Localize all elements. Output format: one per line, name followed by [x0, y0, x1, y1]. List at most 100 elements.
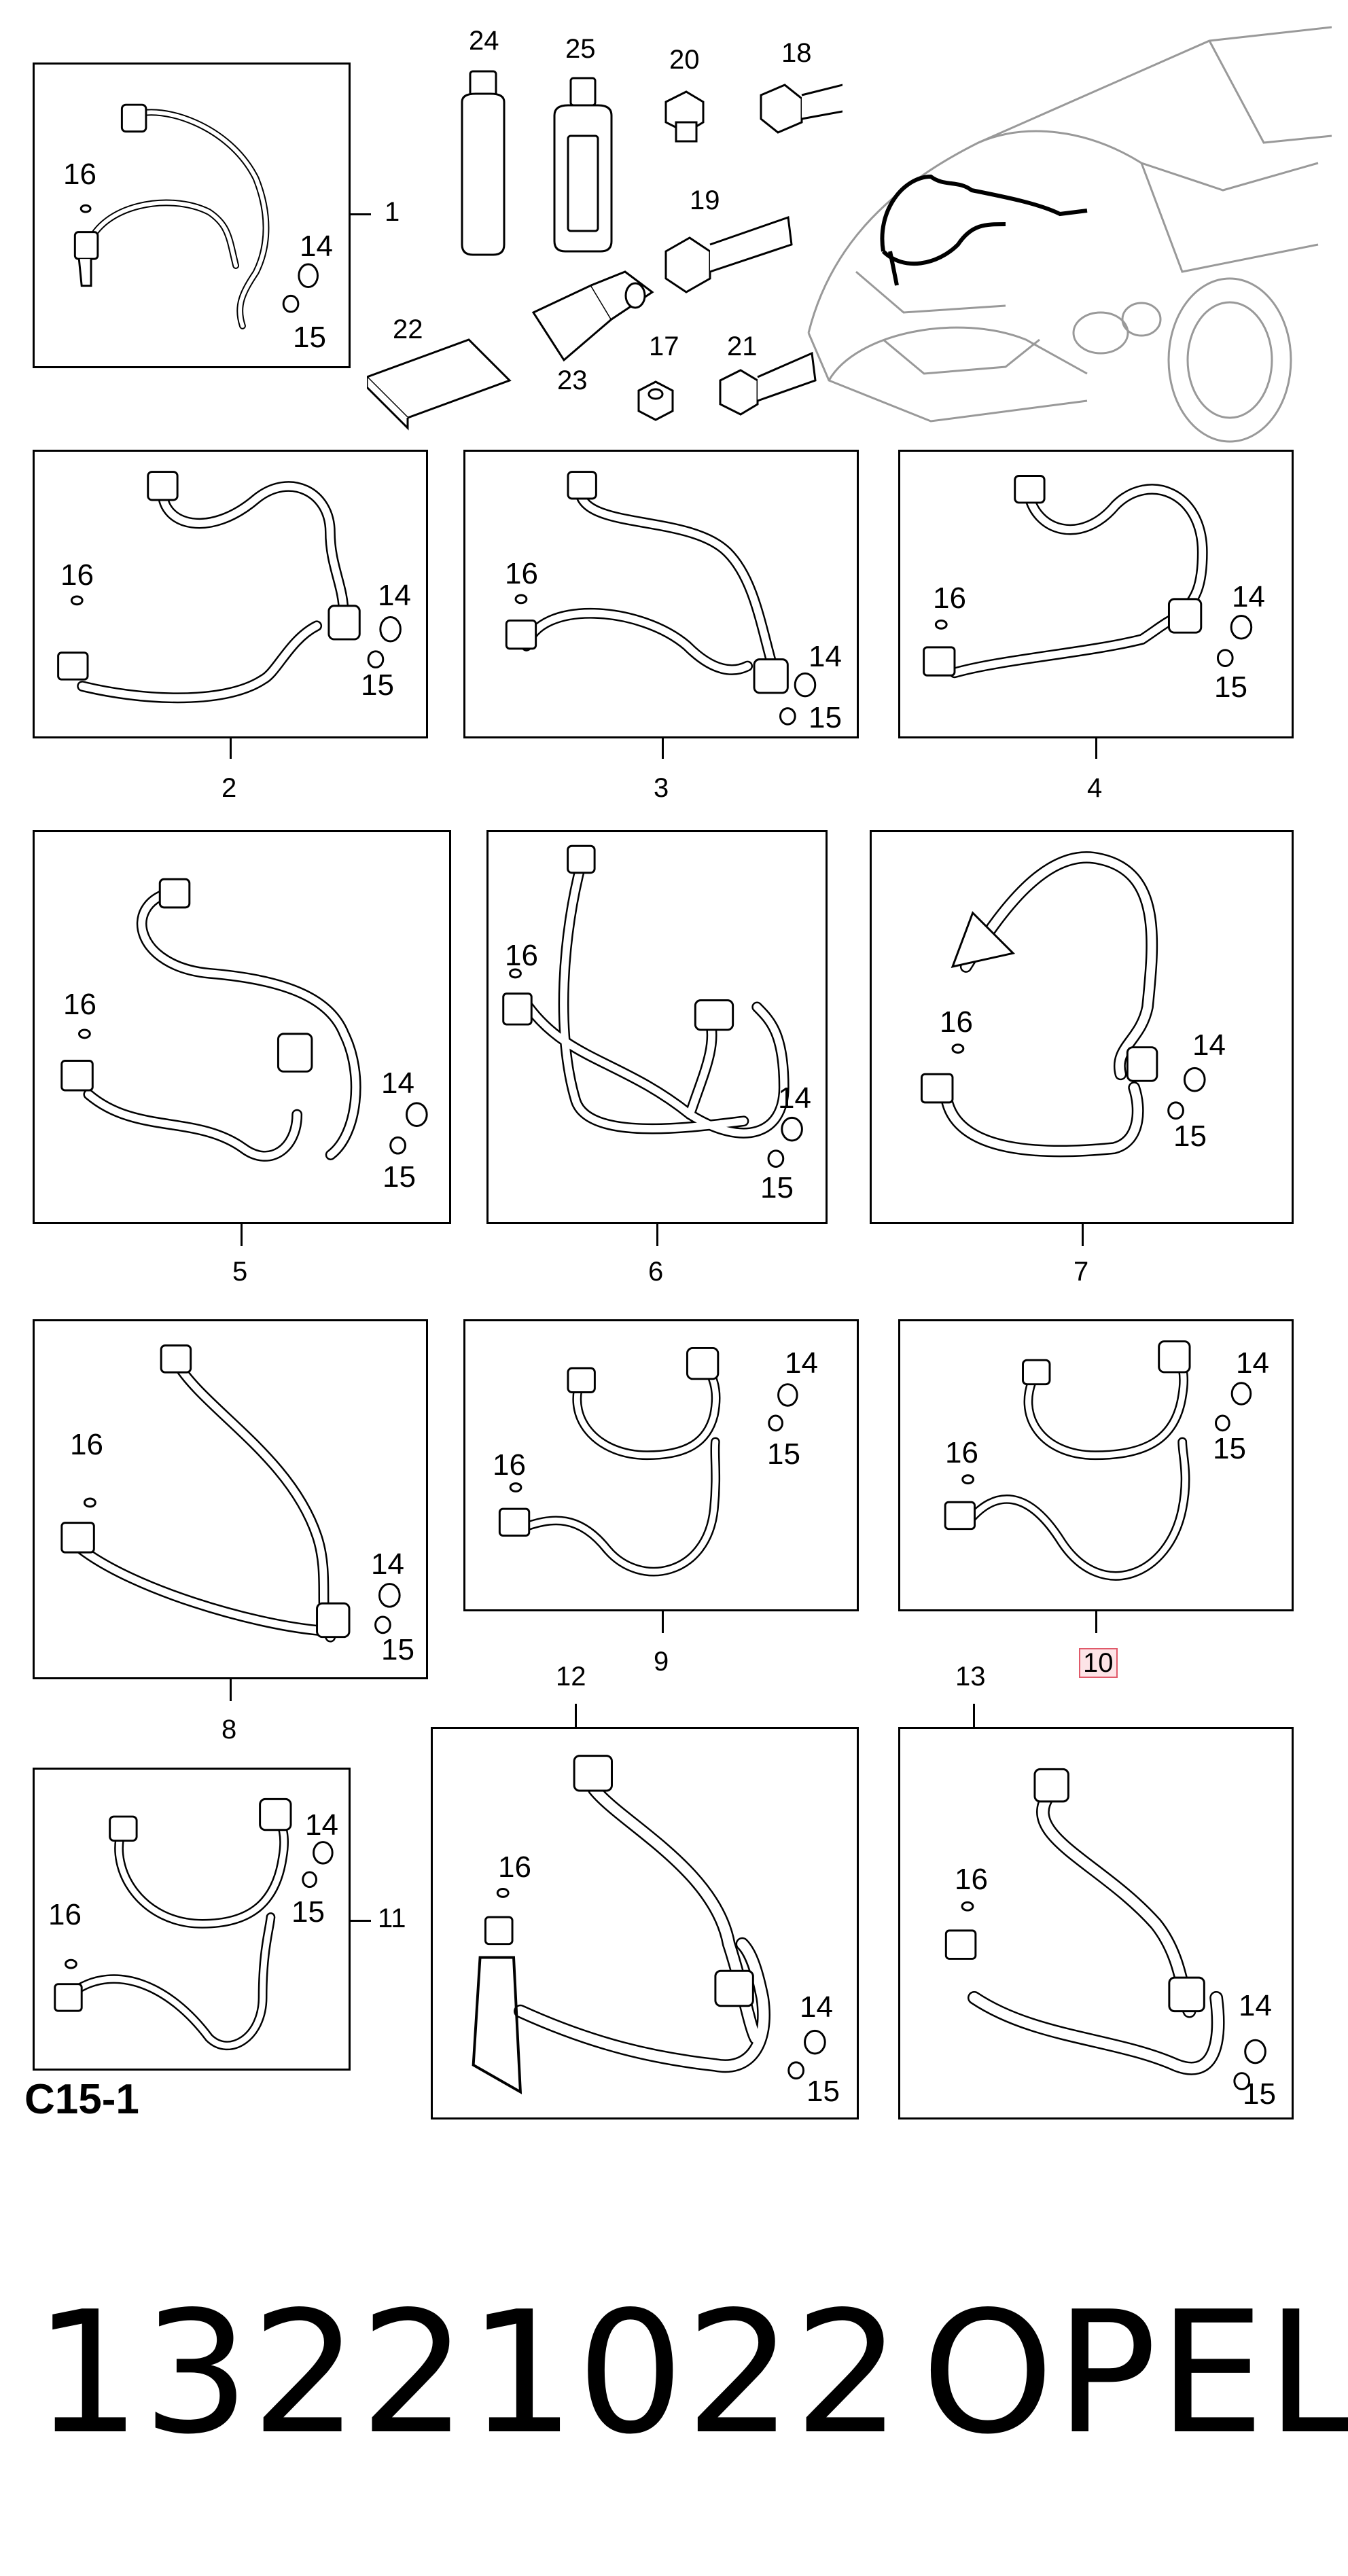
leader-12 [575, 1704, 577, 1727]
panel-4: 16 14 15 [898, 450, 1294, 738]
callout-15: 15 [1213, 1432, 1246, 1465]
panel-label-3: 3 [654, 773, 669, 803]
callout-15: 15 [381, 1633, 414, 1666]
callout-16: 16 [505, 557, 538, 590]
label-20: 20 [669, 45, 700, 75]
callout-14: 14 [1192, 1028, 1226, 1062]
leader-5 [241, 1224, 243, 1246]
callout-16: 16 [48, 1898, 82, 1931]
leader-2 [230, 738, 232, 759]
panel-label-7: 7 [1074, 1257, 1089, 1287]
leader-7 [1082, 1224, 1084, 1246]
callout-14: 14 [1232, 580, 1265, 613]
leader-4 [1095, 738, 1097, 759]
label-18: 18 [781, 38, 812, 68]
panel-1: 16 14 15 [33, 62, 351, 368]
callout-15: 15 [1243, 2077, 1276, 2111]
hose-drawing-13 [944, 1768, 1266, 2090]
label-22: 22 [393, 315, 423, 344]
panel-label-10-highlighted[interactable]: 10 [1079, 1648, 1118, 1678]
panel-10: 16 14 15 [898, 1319, 1294, 1611]
callout-14: 14 [800, 1990, 833, 2024]
callout-14: 14 [300, 230, 333, 263]
hose-drawing-1 [73, 103, 319, 329]
callout-16: 16 [955, 1863, 988, 1896]
callout-16: 16 [63, 158, 96, 191]
leader-13 [973, 1704, 975, 1727]
callout-14: 14 [381, 1067, 414, 1100]
callout-16: 16 [940, 1005, 973, 1039]
callout-14: 14 [809, 640, 842, 673]
panel-11: 16 14 15 [33, 1768, 351, 2071]
callout-14: 14 [305, 1808, 338, 1842]
callout-15: 15 [361, 668, 394, 702]
callout-16: 16 [498, 1850, 531, 1884]
callout-15: 15 [767, 1437, 800, 1471]
panel-12: 16 14 15 [431, 1727, 859, 2119]
hose-drawing-12 [472, 1755, 826, 2094]
callout-14: 14 [778, 1081, 811, 1115]
panel-13: 16 14 15 [898, 1727, 1294, 2119]
hose-drawing-11 [54, 1797, 334, 2050]
leader-1 [351, 213, 371, 215]
panel-label-6: 6 [648, 1257, 664, 1287]
panel-2: 16 14 15 [33, 450, 428, 738]
hose-drawing-5 [60, 878, 428, 1162]
label-19: 19 [690, 185, 720, 215]
leader-9 [662, 1611, 664, 1633]
hose-drawing-7 [920, 851, 1206, 1158]
callout-15: 15 [809, 701, 842, 734]
callout-16: 16 [505, 939, 538, 972]
hose-drawing-2 [57, 471, 402, 704]
leader-3 [662, 738, 664, 759]
hose-drawing-4 [923, 475, 1253, 679]
leader-11 [351, 1920, 371, 1922]
callout-15: 15 [1214, 670, 1247, 704]
callout-16: 16 [933, 582, 966, 615]
panel-label-12: 12 [556, 1662, 586, 1692]
car-illustration [802, 20, 1332, 455]
panel-label-2: 2 [221, 773, 237, 803]
panel-3: 16 14 15 [463, 450, 859, 738]
panel-label-13: 13 [955, 1662, 986, 1692]
hose-drawing-6 [502, 844, 803, 1168]
callout-16: 16 [945, 1436, 978, 1469]
car-drawing [807, 26, 1332, 443]
leader-8 [230, 1679, 232, 1701]
leader-6 [656, 1224, 658, 1246]
callout-15: 15 [760, 1171, 794, 1204]
part-number: 13221022 [34, 2276, 903, 2471]
label-24: 24 [469, 26, 499, 56]
callout-14: 14 [1239, 1989, 1272, 2022]
label-17: 17 [649, 332, 679, 361]
callout-15: 15 [383, 1160, 416, 1194]
callout-14: 14 [378, 579, 411, 612]
callout-16: 16 [493, 1448, 526, 1482]
panel-label-1: 1 [385, 197, 400, 227]
brand-name: OPEL [921, 2276, 1348, 2471]
callout-15: 15 [291, 1895, 325, 1929]
panel-8: 16 14 15 [33, 1319, 428, 1679]
panel-label-8: 8 [221, 1715, 237, 1745]
hose-drawing-9 [498, 1346, 798, 1577]
hose-drawing-10 [944, 1340, 1252, 1581]
panel-7: 16 14 15 [870, 830, 1294, 1224]
panel-6: 16 14 15 [486, 830, 828, 1224]
callout-15: 15 [1173, 1120, 1207, 1153]
panel-label-11: 11 [378, 1903, 406, 1933]
callout-14: 14 [371, 1548, 404, 1581]
leader-10 [1095, 1611, 1097, 1633]
panel-label-9: 9 [654, 1647, 669, 1677]
hose-drawing-3 [505, 471, 817, 726]
panel-5: 16 14 15 [33, 830, 451, 1224]
hose-drawing-8 [60, 1344, 401, 1643]
callout-16: 16 [70, 1428, 103, 1461]
panel-9: 16 14 15 [463, 1319, 859, 1611]
panel-label-4: 4 [1087, 773, 1103, 803]
label-23: 23 [557, 365, 588, 395]
diagram-caption: C15-1 [24, 2076, 139, 2123]
callout-16: 16 [63, 988, 96, 1021]
callout-14: 14 [785, 1346, 818, 1380]
callout-15: 15 [806, 2075, 840, 2108]
label-21: 21 [727, 332, 758, 361]
